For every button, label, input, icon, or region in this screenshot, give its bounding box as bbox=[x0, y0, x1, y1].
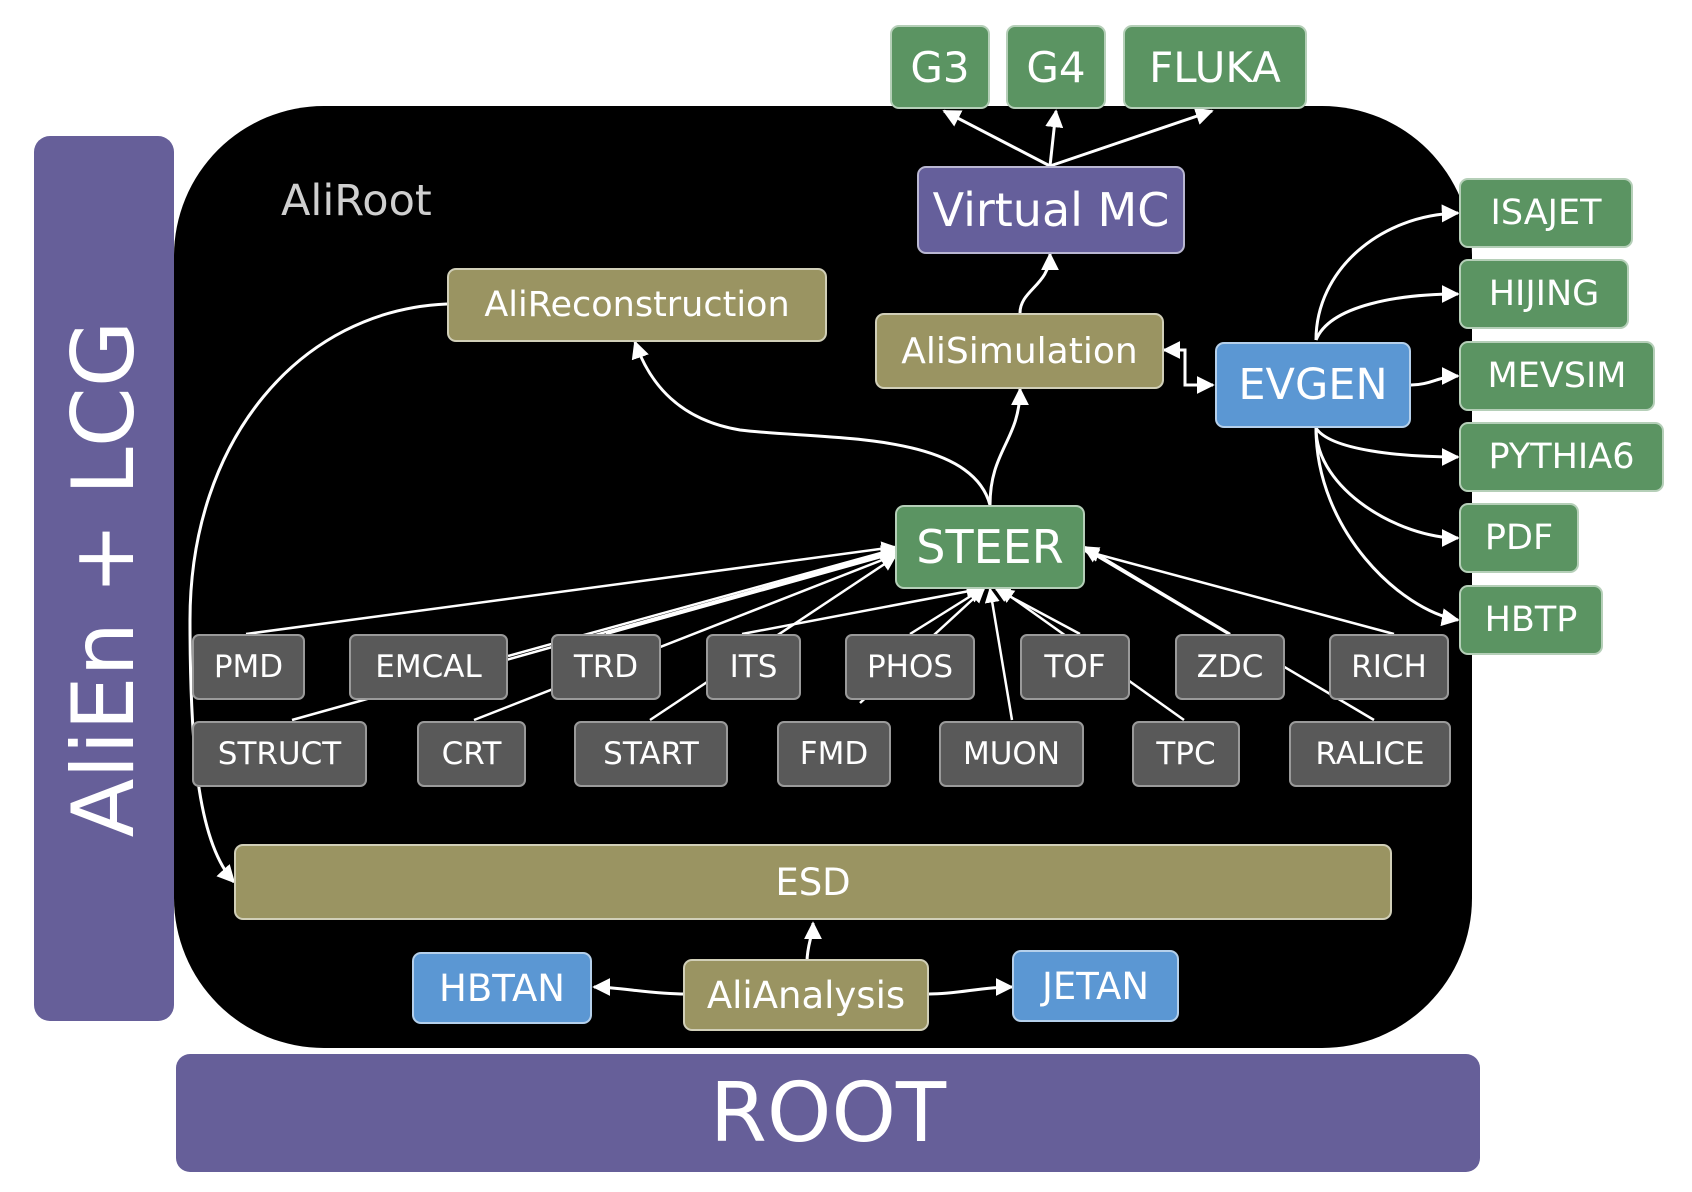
arrow-pmd-steer bbox=[245, 541, 897, 636]
detector-zdc-box: ZDC bbox=[1175, 634, 1285, 700]
detector-trd-box: TRD bbox=[551, 634, 661, 700]
steer-box: STEER bbox=[895, 505, 1085, 589]
hbtan-box: HBTAN bbox=[412, 952, 592, 1024]
arrow-sim-evgen bbox=[1162, 341, 1215, 394]
arrow-trd-steer bbox=[605, 549, 897, 636]
alianalysis-box: AliAnalysis bbox=[683, 959, 929, 1031]
generator-hijing-box: HIJING bbox=[1459, 259, 1629, 329]
detector-start-box: START bbox=[574, 721, 728, 787]
jetan-box: JETAN bbox=[1012, 950, 1179, 1022]
detector-phos-box: PHOS bbox=[845, 634, 975, 700]
arrow-vmc-fluka bbox=[1049, 107, 1214, 168]
detector-ralice-box: RALICE bbox=[1289, 721, 1451, 787]
esd-box: ESD bbox=[234, 844, 1392, 920]
alireconstruction-box: AliReconstruction bbox=[447, 268, 827, 342]
aliroot-label: AliRoot bbox=[281, 176, 432, 226]
arrow-ana-jetan bbox=[928, 978, 1014, 997]
generator-mevsim-box: MEVSIM bbox=[1459, 341, 1655, 411]
arrow-reco-esd bbox=[188, 302, 448, 884]
detector-crt-box: CRT bbox=[417, 721, 526, 787]
arrow-evgen-pythia6 bbox=[1314, 427, 1460, 466]
generator-pythia6-box: PYTHIA6 bbox=[1459, 422, 1664, 492]
arrow-crt-steer bbox=[473, 552, 897, 722]
arrow-evgen-mevsim bbox=[1410, 367, 1460, 387]
detector-struct-box: STRUCT bbox=[192, 721, 367, 787]
evgen-box: EVGEN bbox=[1215, 342, 1411, 428]
arrow-evgen-pdf bbox=[1314, 427, 1460, 547]
arrow-ana-hbtan bbox=[592, 978, 687, 997]
arrow-sim-vmc bbox=[1018, 252, 1059, 314]
alien-lcg-bar: AliEn + LCG bbox=[34, 136, 174, 1021]
arrow-evgen-hijing bbox=[1314, 285, 1460, 341]
detector-emcal-box: EMCAL bbox=[349, 634, 508, 700]
arrow-vmc-g3 bbox=[942, 109, 1051, 168]
arrow-ana-esd bbox=[803, 921, 822, 963]
generator-hbtp-box: HBTP bbox=[1459, 585, 1603, 655]
detector-its-box: ITS bbox=[706, 634, 801, 700]
detector-tof-box: TOF bbox=[1020, 634, 1130, 700]
arrow-evgen-isajet bbox=[1314, 204, 1460, 341]
g3-box: G3 bbox=[890, 25, 990, 109]
detector-tpc-box: TPC bbox=[1132, 721, 1240, 787]
arrow-muon-steer bbox=[984, 587, 1014, 721]
generator-isajet-box: ISAJET bbox=[1459, 178, 1633, 248]
alisimulation-box: AliSimulation bbox=[875, 313, 1164, 389]
arrow-rich-steer bbox=[1083, 547, 1395, 636]
fluka-box: FLUKA bbox=[1123, 25, 1307, 109]
virtual-mc-box: Virtual MC bbox=[917, 166, 1185, 254]
detector-rich-box: RICH bbox=[1329, 634, 1449, 700]
arrow-steer-sim bbox=[988, 387, 1029, 506]
arrow-steer-reco bbox=[631, 340, 992, 506]
arrow-evgen-hbtp bbox=[1314, 427, 1460, 627]
root-bar: ROOT bbox=[176, 1054, 1480, 1172]
arrow-its-steer bbox=[741, 584, 982, 636]
g4-box: G4 bbox=[1006, 25, 1106, 109]
detector-muon-box: MUON bbox=[939, 721, 1084, 787]
generator-pdf-box: PDF bbox=[1459, 503, 1579, 573]
detector-pmd-box: PMD bbox=[192, 634, 305, 700]
detector-fmd-box: FMD bbox=[777, 721, 891, 787]
arrow-vmc-g4 bbox=[1045, 109, 1064, 167]
